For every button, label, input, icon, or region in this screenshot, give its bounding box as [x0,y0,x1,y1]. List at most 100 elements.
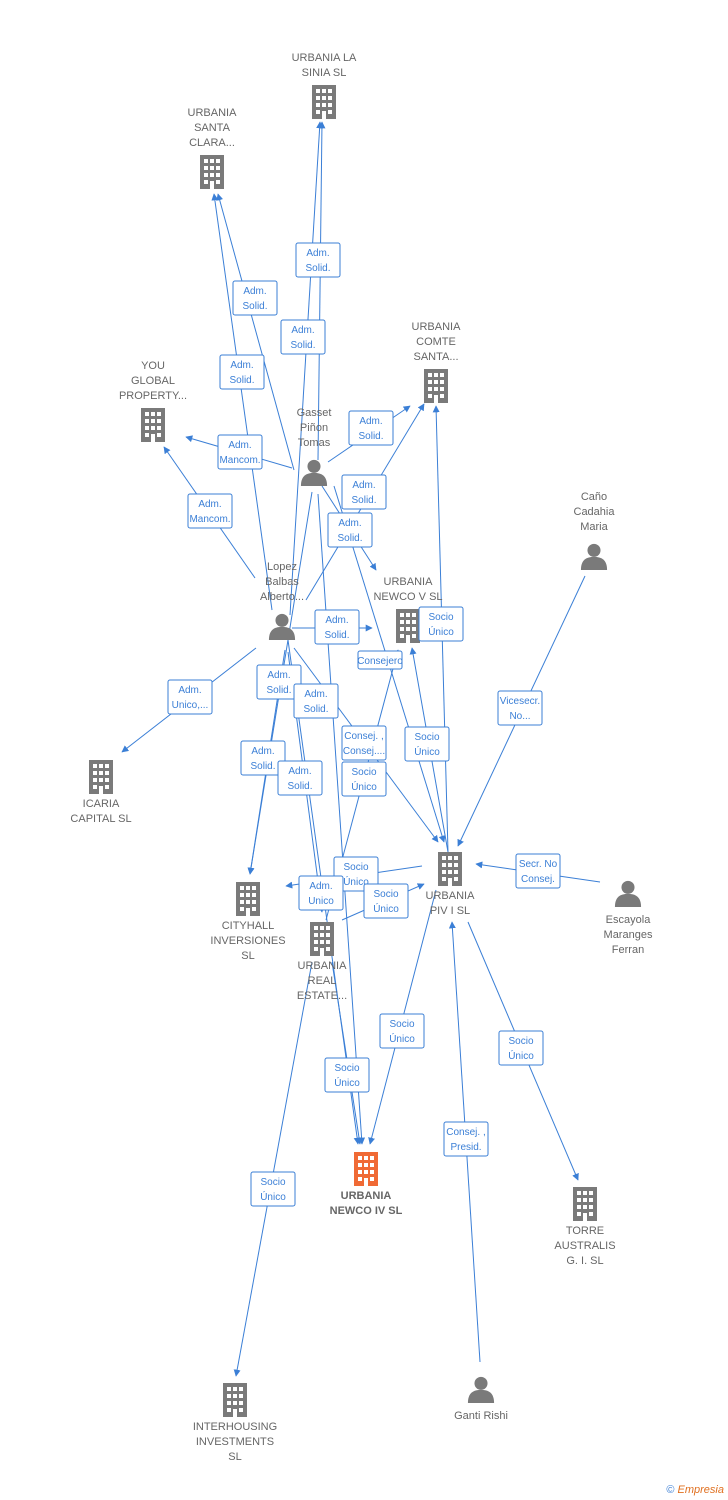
relation-label-text: Adm. [251,746,274,757]
relation-label[interactable]: Adm.Solid. [314,609,360,645]
node-label: URBANIA [412,321,462,333]
node-label: URBANIA [426,890,476,902]
node-label: CAPITAL SL [70,813,131,825]
node-clara[interactable]: URBANIASANTACLARA... [188,107,238,189]
node-label: PIV I SL [430,905,470,917]
relation-label-box [298,875,344,911]
relation-label-box [250,1171,296,1207]
relation-label-text: Socio [389,1019,414,1030]
relation-label[interactable]: Adm.Solid. [280,319,326,355]
relation-label-text: Adm. [267,670,290,681]
relation-label-text: Solid. [229,375,254,386]
relation-label[interactable]: Vicesecr. No... [497,690,543,726]
node-yougp[interactable]: YOUGLOBALPROPERTY... [119,360,187,442]
relation-label[interactable]: Adm.Mancom. [187,493,233,529]
relation-label-box [497,690,543,726]
relation-label[interactable]: Adm.Solid. [232,280,278,316]
node-realestate[interactable]: URBANIAREALESTATE... [297,922,347,1002]
relation-label-text: Solid. [250,761,275,772]
relation-label-text: Único [389,1032,415,1045]
person-icon [614,880,642,907]
node-label: URBANIA [341,1190,392,1202]
relation-label-text: No... [509,711,530,722]
building-icon [424,369,448,403]
relation-label-text: Solid. [303,704,328,715]
relation-label[interactable]: Adm. Solid. [293,683,339,719]
relation-label[interactable]: Adm.Solid. [295,242,341,278]
relation-label[interactable]: Adm. Solid. [240,740,286,776]
relation-label[interactable]: Adm.Unico [298,875,344,911]
node-label: TORRE [566,1225,604,1237]
relation-label-text: Vicesecr. [500,696,540,707]
node-label: URBANIA LA [292,52,357,64]
node-label: AUSTRALIS [554,1240,615,1252]
relation-label-text: Socio [343,862,368,873]
node-label: Balbas [265,576,299,588]
relation-label[interactable]: Adm. Solid. [219,354,265,390]
relation-label[interactable]: Adm.Solid. [256,664,302,700]
relation-label-text: Socio [334,1063,359,1074]
relation-line [331,961,363,1145]
relation-label[interactable]: Consej. ,Consej.... [341,725,387,761]
node-label: GLOBAL [131,375,175,387]
node-icaria[interactable]: ICARIA CAPITAL SL [70,760,132,825]
brand-logo[interactable]: Empresia [677,1484,724,1496]
relation-label-text: Adm. [304,689,327,700]
node-label: ICARIA [83,798,120,810]
relation-label-box [232,280,278,316]
relation-label-text: Único [334,1076,360,1089]
node-label: Maria [580,521,608,533]
relation-label-text: Adm. [230,360,253,371]
relation-label-box [379,1013,425,1049]
building-icon [573,1187,597,1221]
relation-label-box [515,853,561,889]
relation-label-box [217,434,263,470]
relation-label-text: Consej. , [344,731,383,742]
relation-label[interactable]: Adm.Solid. [341,474,387,510]
relation-line [216,193,295,471]
relation-label[interactable]: Adm.Mancom. [217,434,263,470]
node-label: G. I. SL [566,1255,603,1267]
relation-label[interactable]: Adm.Solid. [277,760,323,796]
node-label: Alberto... [260,591,304,603]
relation-label[interactable]: Adm.Unico,... [167,679,213,715]
relation-line [233,961,313,1377]
node-label: Piñon [300,422,328,434]
relation-label[interactable]: Adm.Solid. [327,512,373,548]
relation-label[interactable]: Adm.Solid. [348,410,394,446]
node-piv[interactable]: URBANIA PIV I SL [426,852,476,917]
node-label: INVERSIONES [210,935,285,947]
building-icon [223,1383,247,1417]
node-torre[interactable]: TORRE AUSTRALIS G. I. SL [554,1187,616,1267]
relation-label-text: Único [351,780,377,793]
node-label: CLARA... [189,137,235,149]
relation-label[interactable]: Consej. ,Presid. [443,1121,489,1157]
relation-label-text: Socio [508,1036,533,1047]
node-lopez[interactable]: LopezBalbasAlberto... [260,561,304,640]
relation-label-text: Secr. No [519,859,558,870]
relation-label[interactable]: Consejero [357,650,403,670]
relation-label-text: Mancom. [189,514,230,525]
node-ganti[interactable]: Ganti Rishi [454,1376,508,1422]
node-comte[interactable]: URBANIACOMTESANTA... [412,321,462,403]
building-icon [312,85,336,119]
